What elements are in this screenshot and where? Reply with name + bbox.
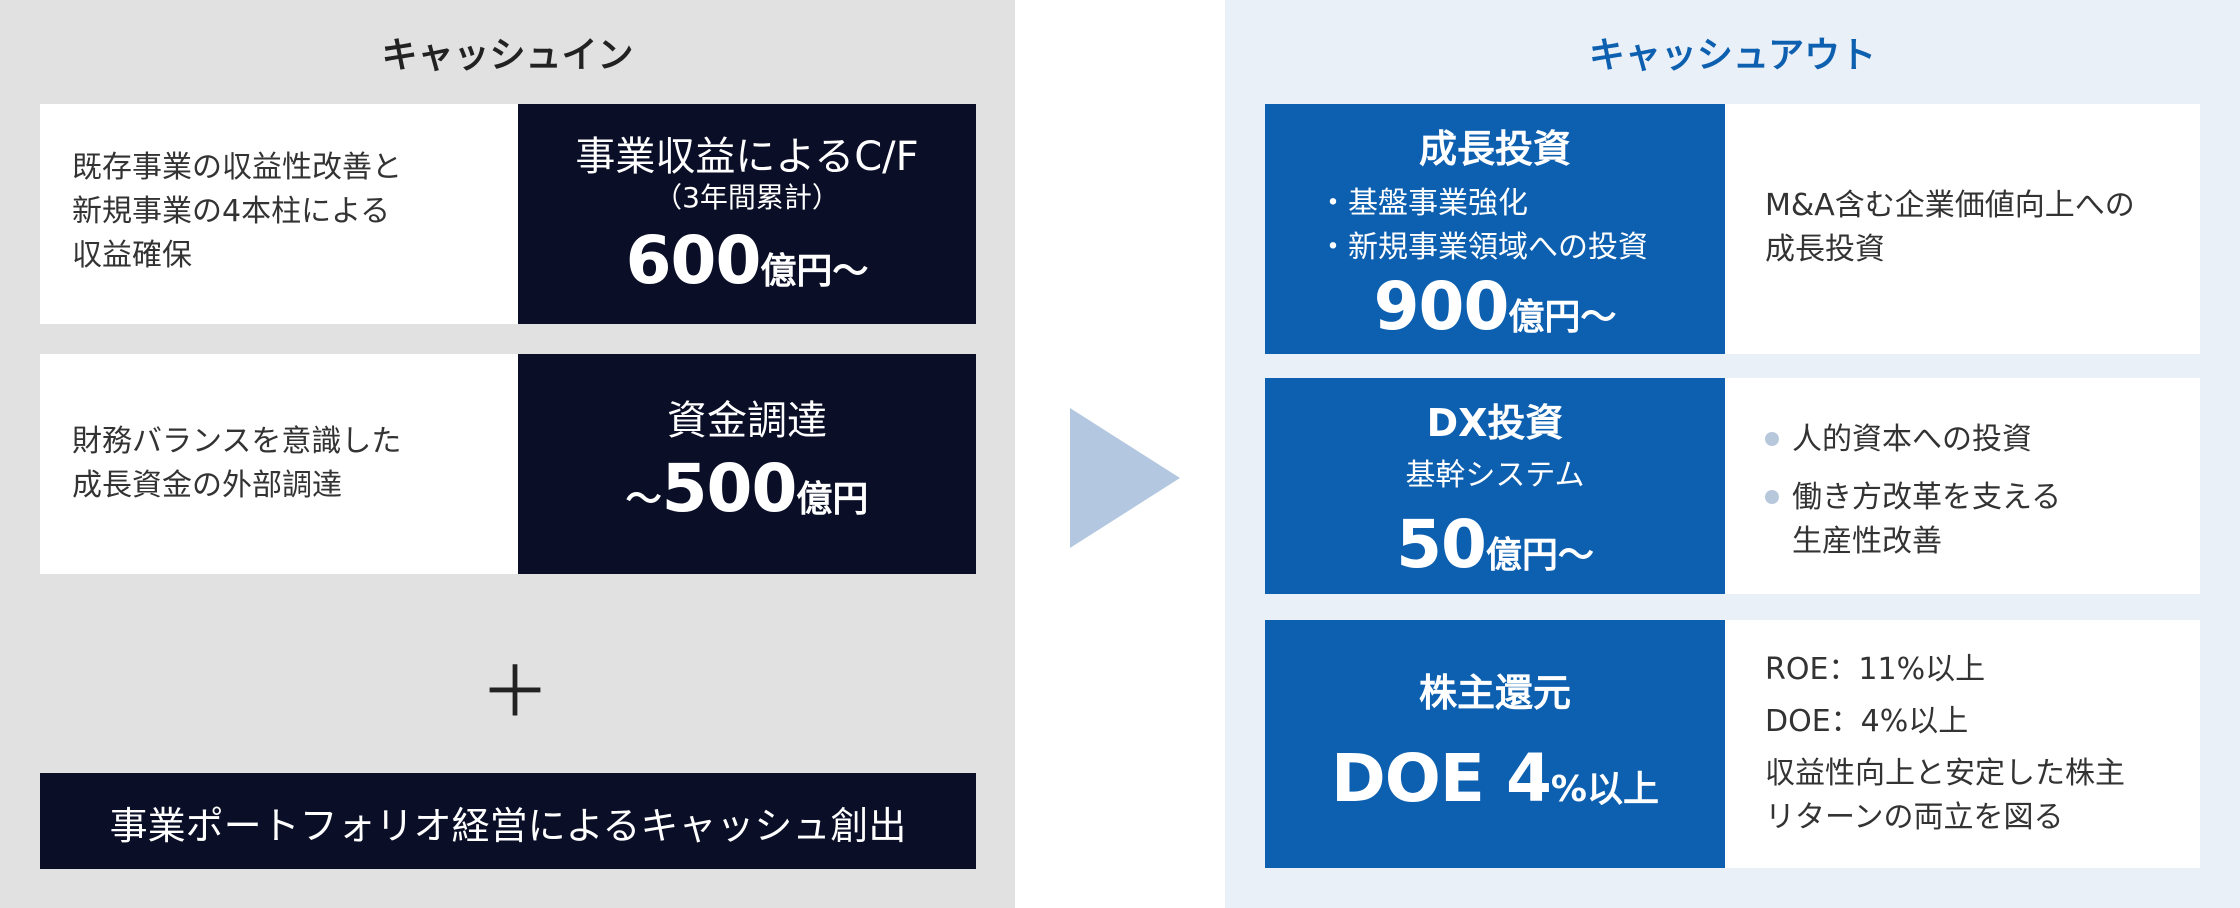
cash-in-row2-box [518, 354, 976, 574]
cash-creation-bar [40, 773, 976, 869]
bullet-dot-icon [1765, 490, 1779, 504]
cash-in-row1-amount-unit: 億円～ [760, 251, 869, 292]
cash-out-row2-subtitle: 基幹システム [1405, 458, 1585, 493]
cash-out-row2-item2: 働き方改革を支える 生産性改善 [1792, 480, 2062, 559]
cash-out-row2-amount-value: 50 [1396, 506, 1487, 583]
cash-out-row3-description: 収益性向上と安定した株主 リターンの両立を図る [1765, 756, 2125, 835]
cash-out-row1-bullet1: ・基盤事業強化 [1318, 186, 1528, 221]
cash-out-row2-item1: 人的資本への投資 [1792, 422, 2032, 457]
cash-in-title: キャッシュイン [381, 35, 634, 76]
cash-out-row3-amount-unit: %以上 [1550, 769, 1659, 810]
cash-out-row1-amount: 900億円～ [1265, 268, 1725, 345]
cash-in-row1-amount-value: 600 [625, 222, 762, 299]
cash-in-row2-description: 財務バランスを意識した 成長資金の外部調達 [72, 424, 402, 503]
cash-out-row1-description-box [1725, 104, 2200, 354]
cash-out-row1-description: M&A含む企業価値向上への 成長投資 [1765, 188, 2135, 267]
cash-in-row2-amount-prefix: ～ [625, 479, 662, 520]
cash-in-row2-title: 資金調達 [667, 398, 827, 444]
cash-out-row3-box [1265, 620, 1725, 868]
cash-in-row1-subtitle: （3年間累計） [654, 181, 840, 214]
cash-out-row3-doe: DOE：4%以上 [1765, 704, 1969, 739]
cash-out-row3-title: 株主還元 [1418, 671, 1571, 715]
cash-out-row2-title: DX投資 [1426, 401, 1564, 445]
bullet-dot-icon [1765, 432, 1779, 446]
plus-icon: ＋ [480, 651, 550, 733]
cash-in-row1-amount: 600億円～ [518, 222, 976, 299]
cash-out-row1-amount-unit: 億円～ [1508, 297, 1617, 338]
cash-creation-text: 事業ポートフォリオ経営によるキャッシュ創出 [109, 804, 907, 848]
cash-in-row2-amount: ～500億円 [518, 450, 976, 527]
cash-in-row2-amount-value: 500 [661, 450, 798, 527]
right-triangle-arrow-icon [1070, 408, 1180, 548]
cash-in-row2-description-box [40, 354, 518, 574]
cash-out-row2-description-box [1725, 378, 2200, 594]
cash-out-row2-amount: 50億円～ [1265, 506, 1725, 583]
cash-in-row1-title: 事業収益によるC/F [575, 134, 919, 180]
cash-out-row2-box [1265, 378, 1725, 594]
cash-in-row2-amount-unit: 億円 [796, 479, 869, 520]
cash-out-row1-bullet2: ・新規事業領域への投資 [1318, 230, 1648, 265]
cash-out-row3-amount-value: DOE 4 [1331, 740, 1552, 817]
cash-out-row1-box [1265, 104, 1725, 354]
cash-out-row3-roe: ROE：11%以上 [1765, 652, 1986, 687]
cash-in-row1-description-box [40, 104, 518, 324]
cash-out-row3-amount: DOE 4%以上 [1265, 740, 1725, 817]
cash-out-row2-amount-unit: 億円～ [1485, 535, 1594, 576]
cash-out-title: キャッシュアウト [1588, 35, 1877, 76]
cash-out-row1-amount-value: 900 [1373, 268, 1510, 345]
cash-out-row3-description-box [1725, 620, 2200, 868]
cash-out-row1-title: 成長投資 [1418, 127, 1571, 171]
cash-in-row1-description: 既存事業の収益性改善と 新規事業の4本柱による 収益確保 [72, 150, 402, 273]
cash-in-row1-box [518, 104, 976, 324]
